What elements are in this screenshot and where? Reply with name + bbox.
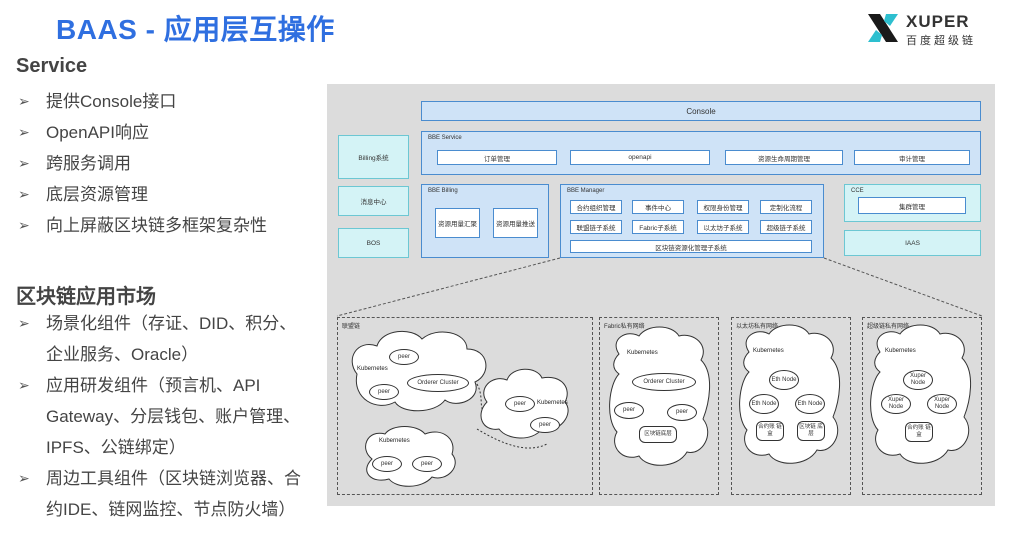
cloud-shapes xyxy=(609,326,711,466)
cloud-shapes xyxy=(870,324,972,464)
contract-box: 合约账 链盒 xyxy=(756,421,784,441)
alliance-network-label: 联盟链 xyxy=(342,324,361,330)
fabric-network: Fabric私有网络 xyxy=(599,317,719,495)
openapi: openapi xyxy=(570,150,710,165)
arrow-icon: ➢ xyxy=(18,470,30,486)
contract-org-mgmt: 合约组织管理 xyxy=(570,200,622,214)
usage-aggregate: 资源用量汇聚 xyxy=(435,208,480,238)
k8s-label: Kubernetes xyxy=(357,366,388,372)
k8s-label: Kubernetes xyxy=(753,348,784,354)
message-center: 消息中心 xyxy=(338,186,409,216)
event-center: 事件中心 xyxy=(632,200,684,214)
eth-node: Eth Node xyxy=(749,394,779,414)
k8s-label: Kubernetes xyxy=(627,350,658,356)
k8s-label: Kubernetes xyxy=(885,348,916,354)
eth-node: Eth Node xyxy=(769,370,799,390)
list-item: ➢周边工具组件（区块链浏览器、合约IDE、链网监控、节点防火墙） xyxy=(18,463,301,525)
cluster-management: 集群管理 xyxy=(858,197,966,214)
orderer-cluster: Orderer Cluster xyxy=(407,374,469,392)
list-item: ➢场景化组件（存证、DID、积分、企业服务、Oracle） xyxy=(18,308,301,370)
peer-node: peer xyxy=(412,456,442,472)
iaas-box: IAAS xyxy=(844,230,981,256)
resource-mgmt-subsystem: 区块链资源化管理子系统 xyxy=(570,240,812,253)
bbe-billing-label: BBE Billing xyxy=(428,188,458,194)
ethereum-network: 以太坊私有网络 xyxy=(731,317,851,495)
billing-system: Billing系统 xyxy=(338,135,409,179)
fabric-network-label: Fabric私有网络 xyxy=(604,324,645,330)
xuper-node: Xuper Node xyxy=(927,394,957,414)
order-management: 订单管理 xyxy=(437,150,557,165)
k8s-label: Kubernetes xyxy=(537,400,568,406)
ethereum-subsystem: 以太坊子系统 xyxy=(697,220,749,234)
k8s-label: Kubernetes xyxy=(379,438,410,444)
peer-node: peer xyxy=(389,349,419,365)
peer-node: peer xyxy=(372,456,402,472)
contract-box: 合约账 链盒 xyxy=(905,422,933,442)
xuper-node: Xuper Node xyxy=(903,370,933,390)
orderer-cluster: Orderer Cluster xyxy=(632,373,696,391)
cloud-icon xyxy=(870,324,972,464)
service-list: ➢提供Console接口 ➢OpenAPI响应 ➢跨服务调用 ➢底层资源管理 ➢… xyxy=(18,86,267,241)
peer-node: peer xyxy=(614,402,644,419)
xuperchain-subsystem: 超级链子系统 xyxy=(760,220,812,234)
bos: BOS xyxy=(338,228,409,258)
arrow-icon: ➢ xyxy=(18,186,30,202)
usage-push: 资源用量推送 xyxy=(493,208,538,238)
logo-name: XUPER xyxy=(906,12,970,31)
cloud-icon xyxy=(609,326,711,466)
ethereum-network-label: 以太坊私有网络 xyxy=(736,324,779,330)
arrow-icon: ➢ xyxy=(18,377,30,393)
list-item: ➢底层资源管理 xyxy=(18,179,267,210)
logo-subtitle: 百度超级链 xyxy=(906,35,976,47)
peer-node: peer xyxy=(667,404,697,421)
eth-node: Eth Node xyxy=(795,394,825,414)
arrow-icon: ➢ xyxy=(18,124,30,140)
alliance-network: 联盟链 xyxy=(337,317,593,495)
xuperchain-network-label: 超级链私有网络 xyxy=(867,324,910,330)
xuper-node: Xuper Node xyxy=(881,394,911,414)
arrow-icon: ➢ xyxy=(18,217,30,233)
peer-node: peer xyxy=(505,396,535,412)
bbe-manager-label: BBE Manager xyxy=(567,188,605,194)
list-item: ➢OpenAPI响应 xyxy=(18,117,267,148)
market-heading: 区块链应用市场 xyxy=(16,286,156,308)
xuper-logo: XUPER 百度超级链 xyxy=(866,12,986,48)
market-list: ➢场景化组件（存证、DID、积分、企业服务、Oracle） ➢应用研发组件（预言… xyxy=(18,308,301,525)
xuper-logo-icon xyxy=(868,14,898,42)
cce-label: CCE xyxy=(851,188,864,194)
resource-lifecycle: 资源生命周期管理 xyxy=(725,150,843,165)
alliance-subsystem: 联盟链子系统 xyxy=(570,220,622,234)
chain-base: 区块链 底层 xyxy=(797,421,825,441)
audit-management: 审计管理 xyxy=(854,150,970,165)
xuperchain-network: 超级链私有网络 xyxy=(862,317,982,495)
peer-node: peer xyxy=(369,384,399,400)
peer-node: peer xyxy=(530,417,560,433)
bbe-service-label: BBE Service xyxy=(428,135,462,141)
arrow-icon: ➢ xyxy=(18,93,30,109)
page-title: BAAS - 应用层互操作 xyxy=(56,14,335,45)
list-item: ➢跨服务调用 xyxy=(18,148,267,179)
fabric-subsystem: Fabric子系统 xyxy=(632,220,684,234)
custom-flow: 定制化流程 xyxy=(760,200,812,214)
arrow-icon: ➢ xyxy=(18,155,30,171)
arrow-icon: ➢ xyxy=(18,315,30,331)
chain-base: 区块链底层 xyxy=(639,426,677,443)
console-box: Console xyxy=(421,101,981,121)
architecture-diagram: Console BBE Service 订单管理 openapi 资源生命周期管… xyxy=(327,84,995,506)
permission-identity-mgmt: 权限身份管理 xyxy=(697,200,749,214)
service-heading: Service xyxy=(16,55,88,77)
list-item: ➢向上屏蔽区块链多框架复杂性 xyxy=(18,210,267,241)
list-item: ➢提供Console接口 xyxy=(18,86,267,117)
